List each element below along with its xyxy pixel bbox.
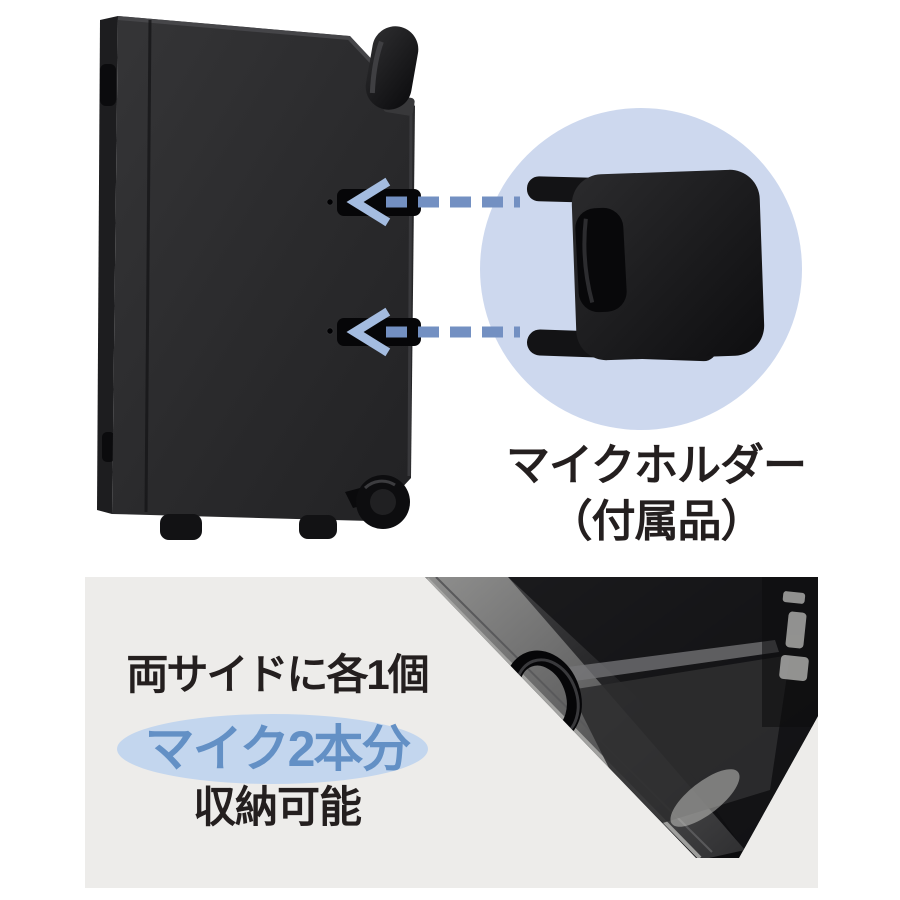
highlight-text-mics: マイク2本分 <box>144 721 412 777</box>
speaker-front-edge <box>407 109 413 477</box>
speaker-foot-right <box>299 515 337 539</box>
photo-ledge <box>560 640 779 682</box>
screw-hole-bottom <box>326 327 334 335</box>
speaker-cabinet <box>112 16 415 521</box>
product-photo-speaker-side <box>97 16 421 540</box>
photo-port-slots <box>779 591 809 682</box>
dashed-arrow-top-icon <box>346 177 520 227</box>
mic-holder-clip <box>526 169 765 362</box>
info-line-sides: 両サイドに各1個 <box>126 651 429 698</box>
dashed-arrow-bottom-icon <box>346 307 520 357</box>
info-line-storage: 収納可能 <box>193 784 362 832</box>
speaker-lower-notch <box>102 432 115 462</box>
mic-holder-clip-highlight <box>582 218 595 304</box>
speaker-handle-notch <box>100 64 116 106</box>
photo-light-reflection <box>670 769 740 827</box>
mic-holder-clip-bar <box>575 207 627 313</box>
speaker-antenna <box>365 26 419 116</box>
callout-label-line2: （付属品） <box>548 497 765 546</box>
speaker-panel-seam <box>144 19 152 513</box>
speaker-wheel <box>345 475 410 529</box>
screw-hole-top <box>326 198 334 206</box>
callout-label-line1: マイクホルダー <box>505 441 807 490</box>
highlight-ellipse <box>117 714 428 784</box>
speaker-foot-left <box>160 514 202 540</box>
speaker-back-edge <box>97 16 118 514</box>
